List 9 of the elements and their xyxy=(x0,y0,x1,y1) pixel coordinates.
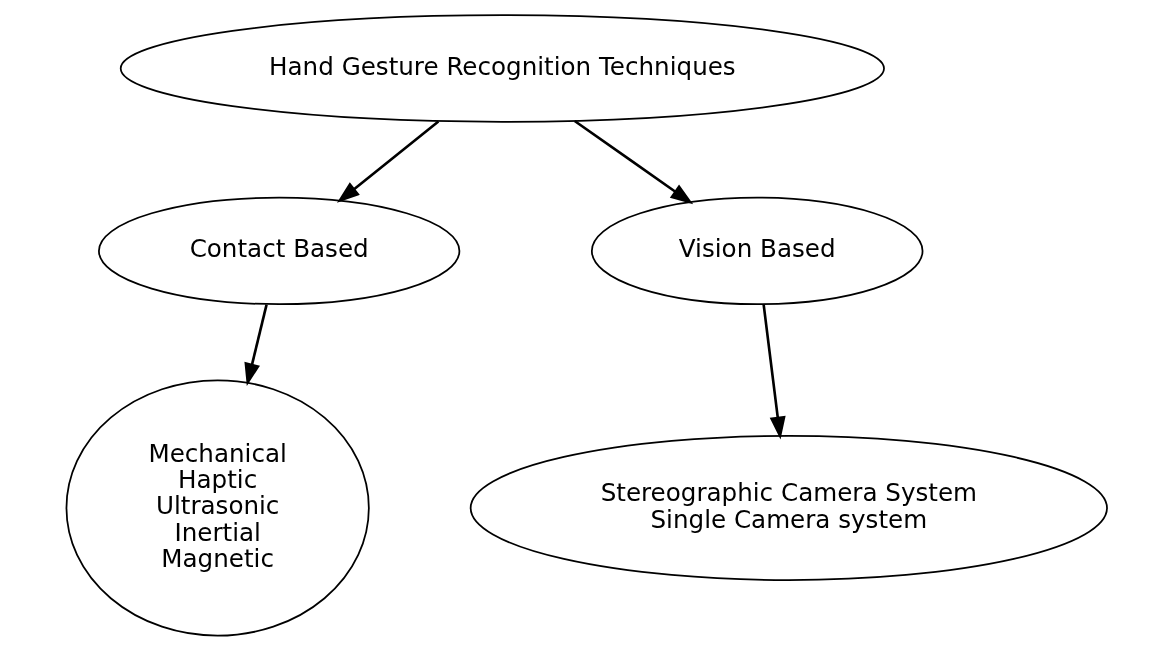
node-ellipse: Hand Gesture Recognition Techniques xyxy=(119,14,885,123)
arrow xyxy=(244,304,268,386)
node-ellipse: Contact Based xyxy=(98,196,461,306)
arrow xyxy=(573,119,694,205)
node-ellipse: Stereographic Camera System Single Camera system xyxy=(469,435,1108,581)
node-ellipse: Vision Based xyxy=(590,196,924,306)
arrow xyxy=(762,304,786,440)
node-ellipse: Mechanical Haptic Ultrasonic Inertial Magnetic xyxy=(65,379,370,637)
arrow xyxy=(336,120,440,203)
